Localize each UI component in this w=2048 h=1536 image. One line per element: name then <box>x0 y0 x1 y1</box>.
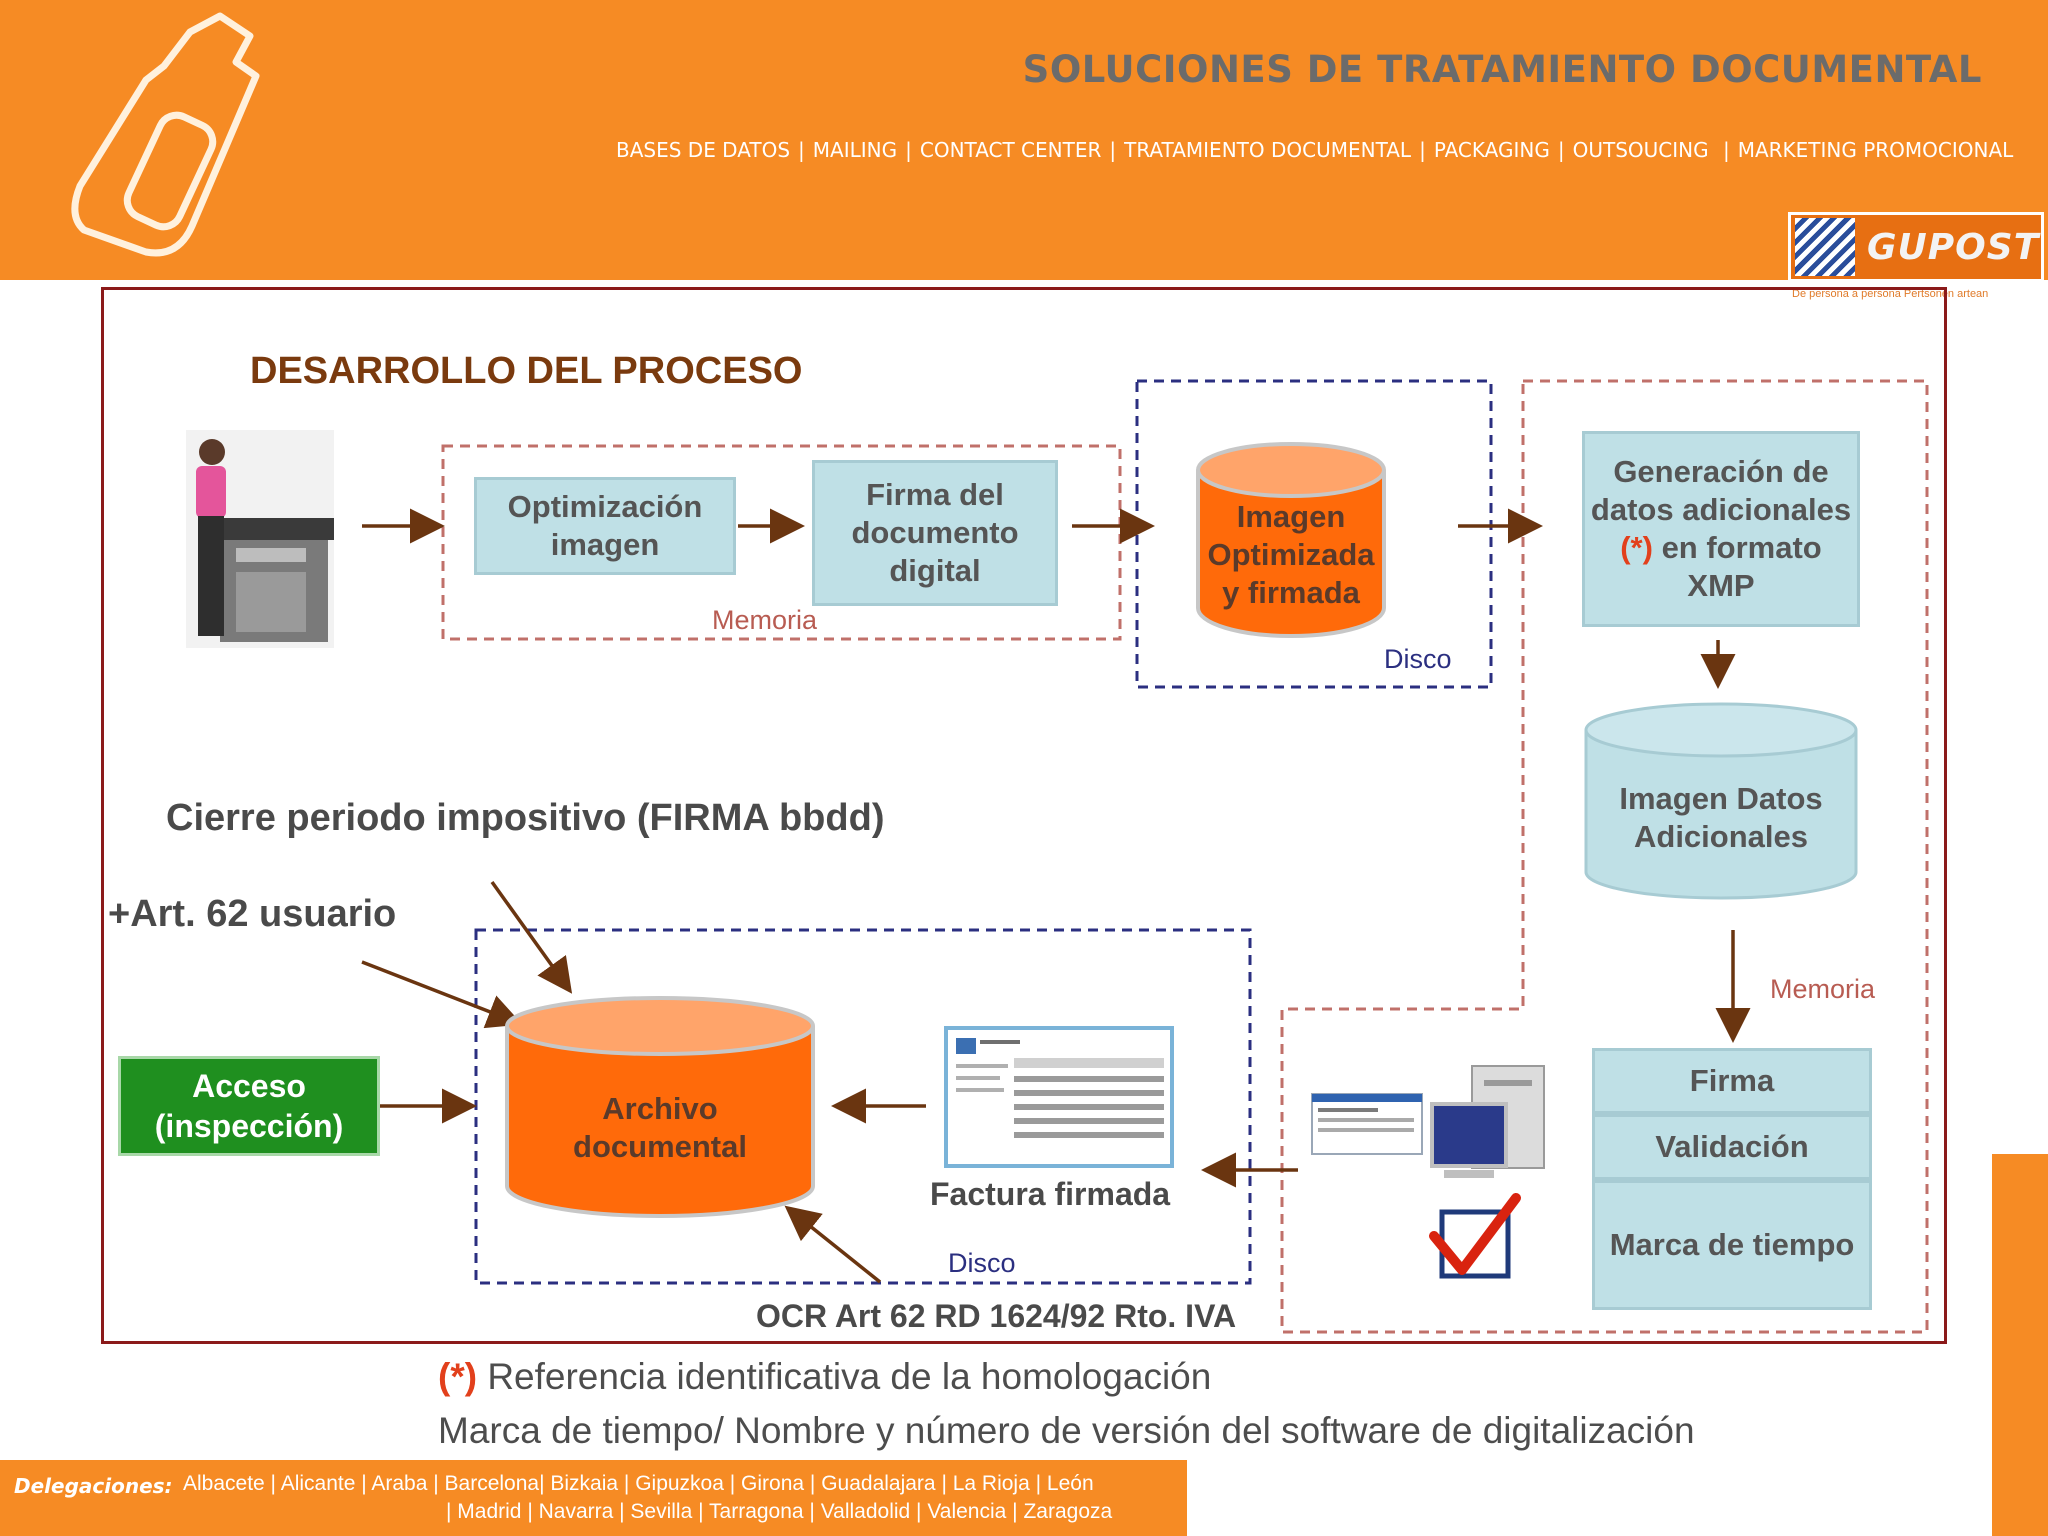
diagram-title: DESARROLLO DEL PROCESO <box>250 350 803 392</box>
label-disco-top: Disco <box>1384 644 1452 674</box>
label-art62-usuario: +Art. 62 usuario <box>108 893 397 935</box>
diagram-frame <box>101 287 1947 1344</box>
cylinder-archivo <box>505 996 815 1218</box>
cylinder-imagen-datos-label: Imagen Datos Adicionales <box>1619 781 1823 854</box>
header-banner <box>0 0 2048 280</box>
disco-region-top <box>1135 379 1493 689</box>
footer-delegaciones-line-1: Albacete | Alicante | Araba | Barcelona|… <box>183 1472 1094 1495</box>
header-nav: BASES DE DATOS|MAILING|CONTACT CENTER|TR… <box>616 138 2014 162</box>
invoice-window-icon <box>944 1026 1174 1168</box>
label-cierre-periodo: Cierre periodo impositivo (FIRMA bbdd) <box>166 797 885 839</box>
nav-item-tratamiento-documental[interactable]: TRATAMIENTO DOCUMENTAL <box>1124 138 1412 162</box>
box-optimizacion-imagen: Optimización imagen <box>474 477 736 575</box>
arrow-art62-to-archivo <box>361 960 523 1029</box>
note-line-1-text: Referencia identificativa de la homologa… <box>477 1356 1212 1397</box>
gupost-logo: GUPOST <box>1788 212 2044 282</box>
footer-delegaciones-label: Delegaciones: <box>14 1474 173 1498</box>
arrow-cierre-to-archivo <box>490 880 573 994</box>
note-marker: (*) <box>438 1356 478 1397</box>
cylinder-imagen-firmada <box>1196 442 1386 638</box>
generacion-text-post: en formato XMP <box>1652 530 1822 603</box>
box-acceso-inspeccion: Acceso (inspección) <box>118 1056 380 1156</box>
brand-tagline: De persona a persona Pertsonen artean <box>1792 288 1989 300</box>
checkmark-icon <box>1429 1193 1521 1279</box>
scanner-operator-photo <box>186 430 334 648</box>
cylinder-imagen-firmada-label: Imagen Optimizada y firmada <box>1207 499 1375 610</box>
note-line-2: Marca de tiempo/ Nombre y número de vers… <box>438 1410 1695 1451</box>
stack-marca-tiempo: Marca de tiempo <box>1592 1180 1872 1310</box>
label-ocr-art62: OCR Art 62 RD 1624/92 Rto. IVA <box>756 1298 1237 1334</box>
stack-validacion: Validación <box>1592 1114 1872 1180</box>
bottle-icon <box>71 12 260 257</box>
label-factura-firmada: Factura firmada <box>930 1176 1171 1212</box>
note-line-1: (*) Referencia identificativa de la homo… <box>438 1356 1211 1398</box>
box-generacion-datos: Generación de datos adicionales (*) en f… <box>1582 431 1860 627</box>
nav-item-outsoucing[interactable]: OUTSOUCING <box>1572 138 1709 162</box>
cylinder-archivo-label: Archivo documental <box>573 1091 747 1164</box>
cylinder-imagen-datos <box>1584 702 1858 900</box>
nav-item-mailing[interactable]: MAILING <box>812 138 898 162</box>
nav-item-contact-center[interactable]: CONTACT CENTER <box>919 138 1102 162</box>
right-accent-bar <box>1992 1154 2048 1536</box>
homologation-marker: (*) <box>1620 530 1653 565</box>
arrow-ocr-to-archivo <box>784 1205 882 1284</box>
acceso-label: Acceso (inspección) <box>154 1068 344 1144</box>
label-memoria-right: Memoria <box>1770 974 1876 1004</box>
footer-delegaciones-line-2: | Madrid | Navarra | Sevilla | Tarragona… <box>446 1500 1113 1523</box>
logo-text: GUPOST <box>1867 226 2040 268</box>
page-header-title: SOLUCIONES DE TRATAMIENTO DOCUMENTAL <box>1022 48 1982 91</box>
box-firma-documento: Firma del documento digital <box>812 460 1058 606</box>
computer-icon <box>1311 1065 1545 1178</box>
stack-firma: Firma <box>1592 1048 1872 1114</box>
label-disco-bottom: Disco <box>948 1248 1016 1278</box>
label-memoria-top: Memoria <box>712 605 818 635</box>
generacion-text-pre: Generación de datos adicionales <box>1590 454 1852 527</box>
nav-item-marketing-promocional[interactable]: MARKETING PROMOCIONAL <box>1737 138 2014 162</box>
footer-banner <box>0 1460 1187 1536</box>
nav-item-bases-de-datos[interactable]: BASES DE DATOS <box>616 138 791 162</box>
logo-mark-icon <box>1795 218 1855 276</box>
nav-item-packaging[interactable]: PACKAGING <box>1433 138 1550 162</box>
